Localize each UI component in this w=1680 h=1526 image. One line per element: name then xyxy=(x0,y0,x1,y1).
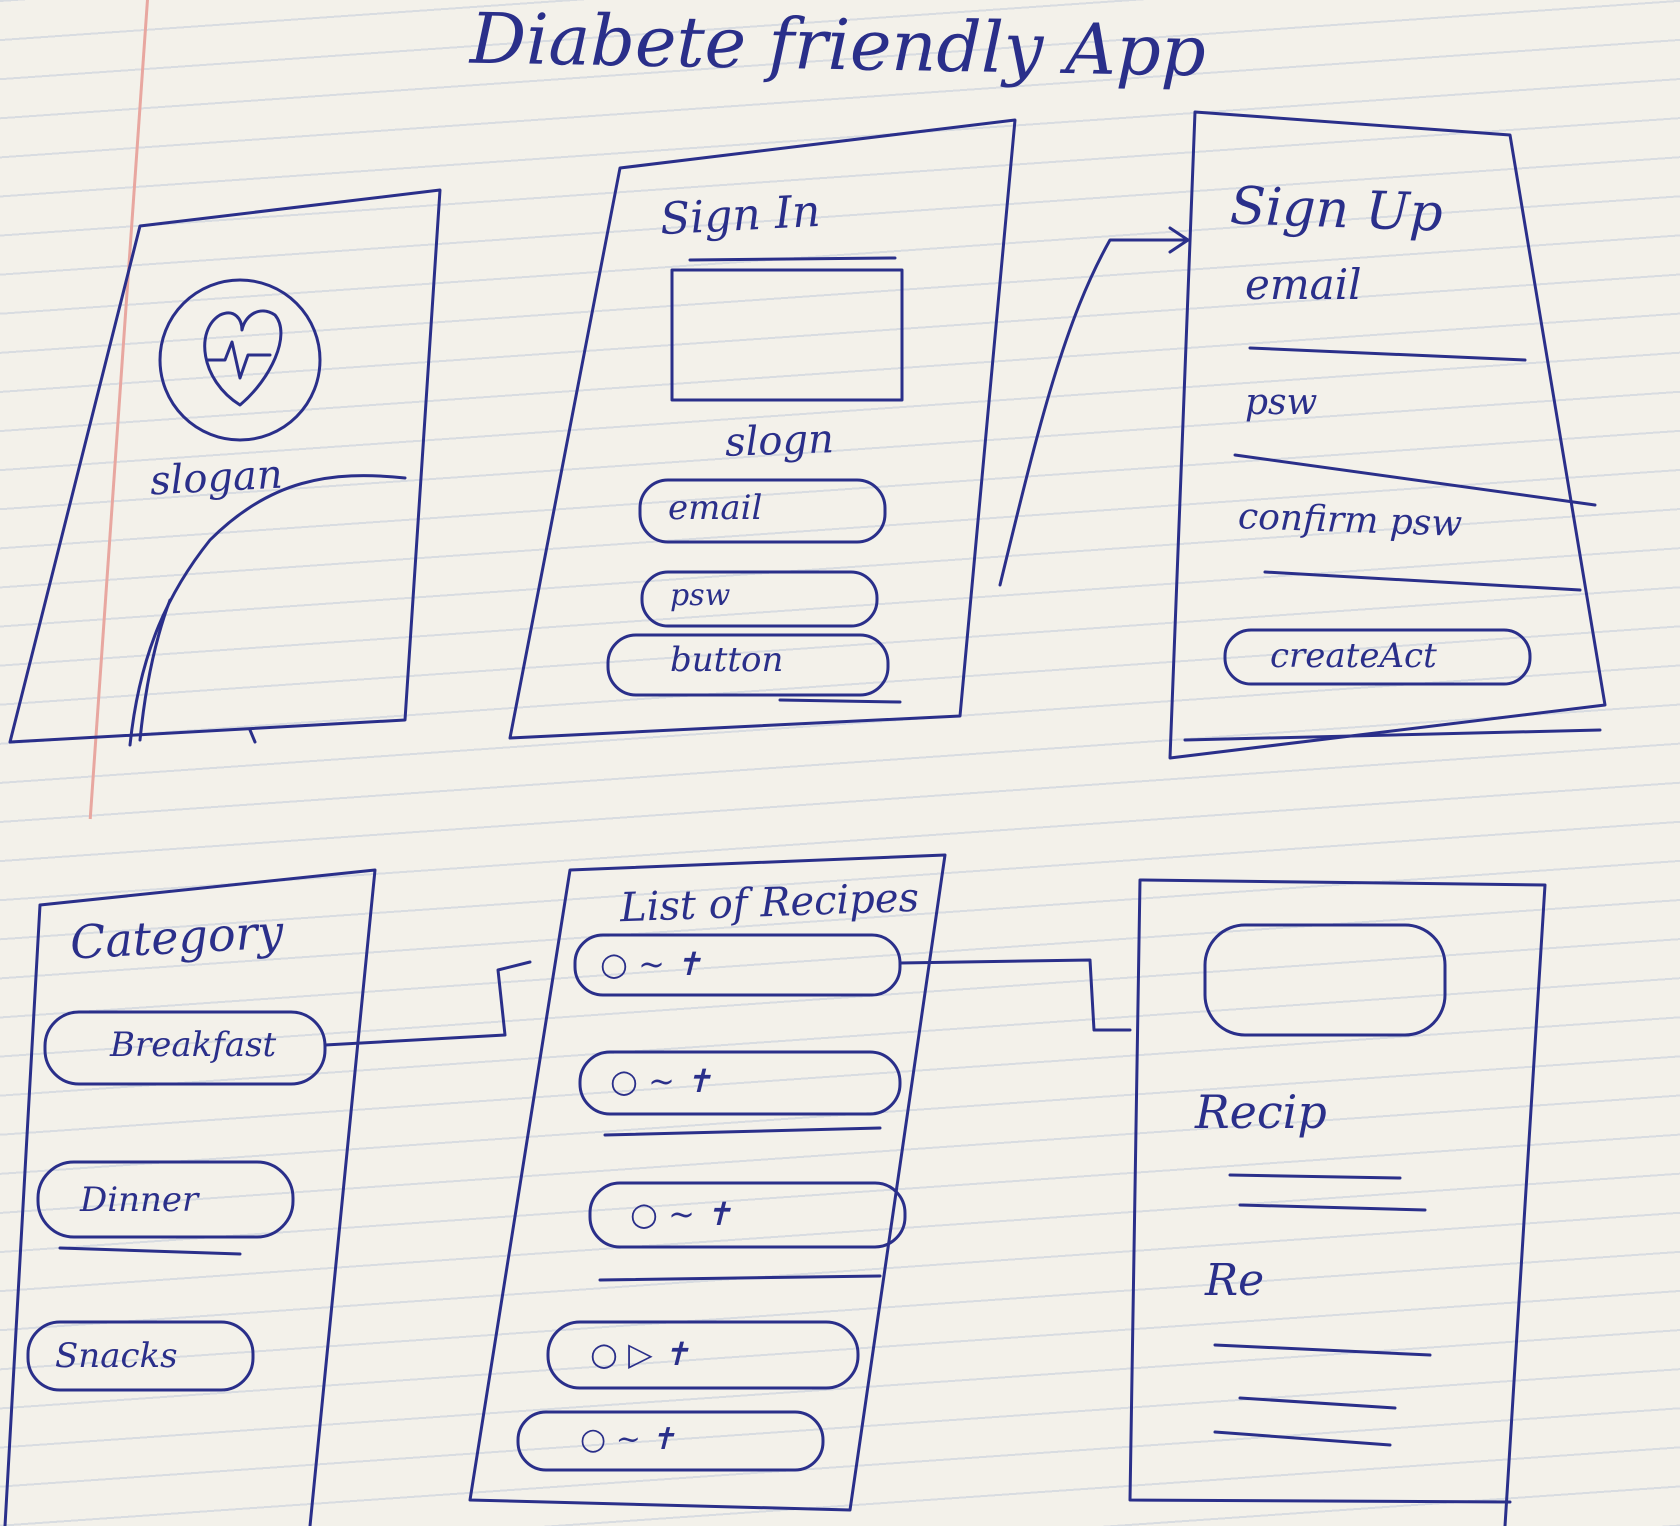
signin-slogan: slogn xyxy=(724,416,835,466)
password-underline xyxy=(1233,453,1597,507)
heart-pulse-icon xyxy=(203,309,283,407)
category-breakfast-label[interactable]: Breakfast xyxy=(110,1025,277,1065)
splash-slogan: slogan xyxy=(148,451,284,505)
recipe-row-3 xyxy=(588,1181,907,1249)
recipe-detail-screen-frame xyxy=(1128,878,1547,1526)
recipe-row-2-content[interactable]: ○ ~ ✝ xyxy=(610,1062,712,1100)
category-button-snacks xyxy=(26,1320,255,1392)
categories-screen-frame xyxy=(3,868,377,1526)
recipe-row-1-content[interactable]: ○ ~ ✝ xyxy=(600,945,702,983)
category-button-breakfast xyxy=(43,1010,327,1086)
signin-email-label[interactable]: email xyxy=(668,488,763,528)
splash-screen-frame xyxy=(8,188,442,747)
signin-screen-frame xyxy=(508,118,1017,740)
recipe-detail-label: Recip xyxy=(1195,1085,1327,1139)
recipe-row-4-content[interactable]: ○ ▷ ✝ xyxy=(590,1335,690,1373)
recipe-list-screen-frame xyxy=(468,853,947,1512)
email-field xyxy=(638,478,887,544)
signin-button xyxy=(606,633,890,697)
category-dinner-label[interactable]: Dinner xyxy=(80,1180,199,1220)
signup-confirm-label: confirm psw xyxy=(1237,496,1463,545)
recipe-detail-second-label: Re xyxy=(1205,1255,1265,1306)
create-account-button xyxy=(1223,628,1532,686)
signin-password-label[interactable]: psw xyxy=(670,578,731,613)
signin-image-box xyxy=(670,268,904,402)
arrow-signin-to-signup xyxy=(998,238,1187,587)
signup-create-button-label[interactable]: createAct xyxy=(1270,636,1437,676)
categories-heading: Category xyxy=(68,904,285,970)
category-button-dinner xyxy=(36,1160,295,1239)
category-snacks-label[interactable]: Snacks xyxy=(55,1336,178,1376)
recipe-image-box xyxy=(1203,923,1447,1037)
signup-password-label: psw xyxy=(1245,382,1318,423)
recipe-row-3-content[interactable]: ○ ~ ✝ xyxy=(630,1195,732,1233)
signup-screen-frame xyxy=(1168,110,1607,760)
arrow-list-to-detail xyxy=(898,958,1132,1032)
password-field xyxy=(640,570,879,628)
arrow-categories-to-list xyxy=(323,960,532,1047)
confirm-underline xyxy=(1263,570,1582,592)
recipe-row-5 xyxy=(516,1410,825,1472)
recipe-row-1 xyxy=(573,933,902,997)
email-underline xyxy=(1248,346,1527,362)
signin-heading: Sign In xyxy=(658,185,822,246)
signup-email-label: email xyxy=(1245,260,1362,309)
signup-heading: Sign Up xyxy=(1229,176,1444,244)
signin-button-label[interactable]: button xyxy=(670,640,784,680)
recipe-row-5-content[interactable]: ○ ~ ✝ xyxy=(580,1422,676,1457)
recipe-row-2 xyxy=(578,1050,902,1116)
heart-logo-circle xyxy=(158,278,322,442)
recipe-row-4 xyxy=(546,1320,860,1390)
